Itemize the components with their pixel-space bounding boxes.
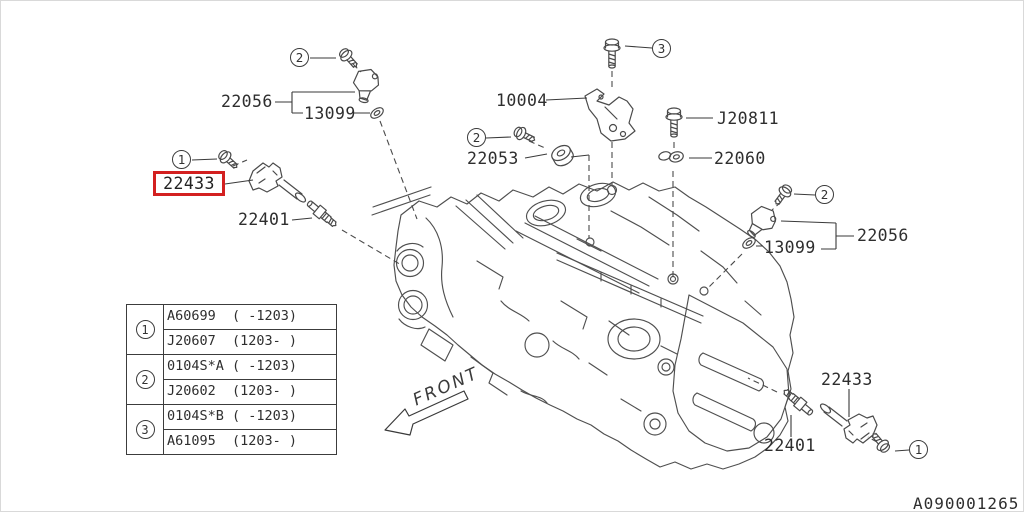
table-cell: A61095 (1203- ) — [163, 429, 337, 455]
table-callout-2: 2 — [135, 370, 155, 389]
table-row: J20607 (1203- ) — [127, 329, 337, 355]
label-insulator: 22060 — [714, 149, 766, 168]
label-right-coil: 22433 — [821, 370, 873, 389]
bolt-icon — [336, 45, 362, 72]
table-cell: A60699 ( -1203) — [163, 304, 337, 330]
front-arrow-icon — [384, 390, 469, 436]
table-callout-1: 1 — [135, 320, 155, 339]
table-row: 2 0104S*A ( -1203) — [126, 354, 337, 405]
document-number: A090001265 — [913, 494, 1020, 512]
spark-plug-icon — [304, 197, 340, 231]
bolt-icon — [770, 181, 795, 209]
table-callout-3: 3 — [135, 420, 155, 439]
table-cell: J20607 (1203- ) — [163, 329, 337, 355]
bolt-icon — [603, 38, 621, 69]
label-bracket: 10004 — [496, 91, 548, 110]
label-right-plug: 22401 — [764, 436, 816, 455]
table-row: 1 A60699 ( -1203) — [126, 304, 337, 355]
table-row: A61095 (1203- ) — [127, 429, 337, 455]
table-cell: J20602 (1203- ) — [163, 379, 337, 405]
bolt-icon — [665, 107, 683, 138]
cam-sensor-icon — [349, 66, 382, 106]
dashed-lines — [232, 63, 878, 443]
label-right-oring: 13099 — [764, 238, 816, 257]
bracket-icon — [584, 88, 636, 142]
table-row: 3 0104S*B ( -1203) — [126, 404, 337, 455]
label-left-oring: 13099 — [304, 104, 356, 123]
leader-lines — [191, 45, 910, 452]
bolt-icon — [867, 429, 893, 456]
label-left-coil-highlighted: 22433 — [153, 171, 225, 196]
table-cell: 0104S*A ( -1203) — [163, 354, 337, 380]
callout-1-left: 1 — [172, 150, 191, 169]
label-left-plug: 22401 — [238, 210, 290, 229]
callout-2-right: 2 — [815, 185, 834, 204]
insulator-icon — [658, 151, 684, 163]
part-glyphs — [215, 38, 893, 456]
callout-2-top-left: 2 — [290, 48, 309, 67]
knock-sensor-icon — [551, 144, 574, 167]
applicability-table: 1 A60699 ( -1203) J20607 (1203- ) 2 0104… — [126, 304, 337, 455]
label-left-sensor-group: 22056 — [221, 92, 273, 111]
callout-1-right: 1 — [909, 440, 928, 459]
label-right-sensor-group: 22056 — [857, 226, 909, 245]
label-mount-bolt: J20811 — [717, 109, 780, 128]
oring-icon — [368, 104, 386, 122]
callout-2-middle: 2 — [467, 128, 486, 147]
ignition-coil-icon — [248, 162, 308, 205]
engine-line-art — [371, 181, 795, 470]
table-cell: 0104S*B ( -1203) — [163, 404, 337, 430]
bolt-icon — [215, 147, 242, 173]
callout-3: 3 — [652, 39, 671, 58]
label-knock-sensor: 22053 — [467, 149, 519, 168]
